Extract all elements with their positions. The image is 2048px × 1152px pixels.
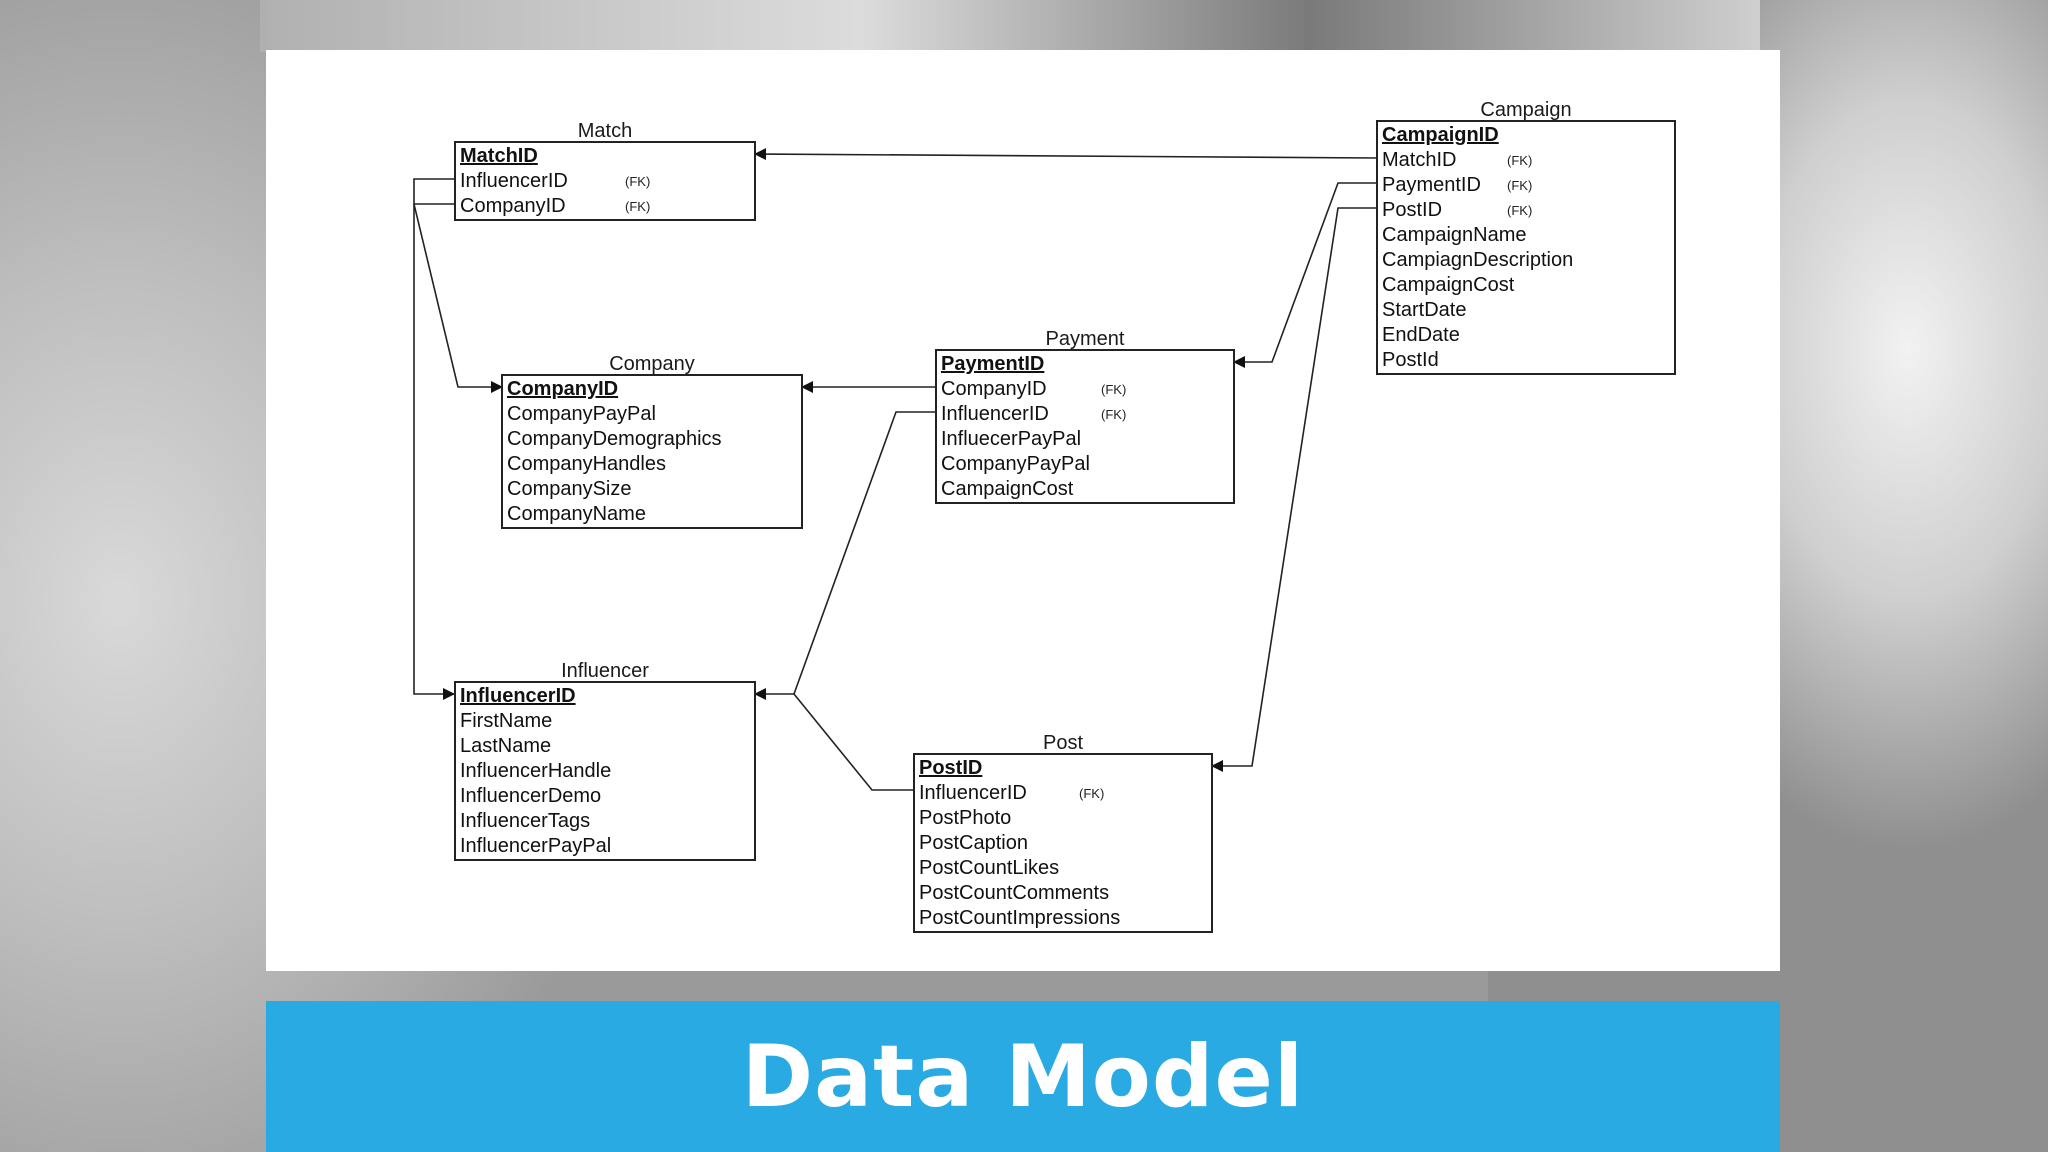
entity-field: CompanyDemographics	[507, 428, 722, 450]
entity-field: CompanyName	[507, 503, 646, 525]
title-banner: Data Model	[266, 1001, 1780, 1152]
primary-key-field: CompanyID	[507, 378, 618, 400]
rel-payment-influencer	[754, 411, 936, 700]
entity-field: InfluencerPayPal	[460, 835, 611, 857]
entity-field: EndDate	[1382, 324, 1460, 346]
primary-key-field: CampaignID	[1382, 124, 1499, 146]
entity-box	[454, 141, 756, 221]
entity-field: PaymentID	[1382, 174, 1481, 196]
entity-field: StartDate	[1382, 299, 1466, 321]
foreign-key-tag: (FK)	[1507, 178, 1532, 193]
rel-match-company	[412, 203, 503, 393]
entity-field: CampaignCost	[1382, 274, 1515, 296]
primary-key-field: MatchID	[460, 145, 538, 167]
foreign-key-tag: (FK)	[625, 199, 650, 214]
entity-field: InfluencerID	[460, 170, 568, 192]
entity-field: PostPhoto	[919, 807, 1011, 829]
entity-field: PostID	[1382, 199, 1442, 221]
entity-field: InfluencerID	[919, 782, 1027, 804]
rel-match-influencer	[413, 178, 455, 700]
entity-box	[501, 374, 803, 529]
entity-box	[935, 349, 1235, 504]
rel-campaign-payment	[1233, 182, 1377, 368]
entity-field: CompanyHandles	[507, 453, 666, 475]
entity-field: InfluencerDemo	[460, 785, 601, 807]
entity-field: InfluecerPayPal	[941, 428, 1081, 450]
foreign-key-tag: (FK)	[1101, 407, 1126, 422]
entity-title: Match	[578, 120, 632, 142]
primary-key-field: PaymentID	[941, 353, 1044, 375]
entity-title: Company	[609, 353, 695, 375]
rel-campaign-match	[754, 148, 1378, 161]
entity-field: CampaignName	[1382, 224, 1527, 246]
rel-post-influencer	[793, 693, 914, 791]
entity-field: PostCaption	[919, 832, 1028, 854]
entity-title: Post	[1043, 732, 1083, 754]
rel-campaign-post	[1211, 207, 1377, 772]
entity-field: LastName	[460, 735, 551, 757]
foreign-key-tag: (FK)	[1079, 786, 1104, 801]
entity-title: Influencer	[561, 660, 649, 682]
entity-title: Payment	[1046, 328, 1125, 350]
entity-field: CompanySize	[507, 478, 632, 500]
foreign-key-tag: (FK)	[1507, 203, 1532, 218]
entity-box	[1376, 120, 1676, 375]
entity-field: InfluencerHandle	[460, 760, 611, 782]
entity-field: CompanyID	[460, 195, 566, 217]
entity-field: MatchID	[1382, 149, 1456, 171]
entity-field: InfluencerTags	[460, 810, 590, 832]
primary-key-field: PostID	[919, 757, 982, 779]
slide-title: Data Model	[741, 1026, 1305, 1127]
foreign-key-tag: (FK)	[1101, 382, 1126, 397]
entity-field: CampaignCost	[941, 478, 1074, 500]
foreign-key-tag: (FK)	[625, 174, 650, 189]
entity-title: Campaign	[1480, 99, 1571, 121]
entity-field: CompanyPayPal	[507, 403, 656, 425]
entity-field: CompanyID	[941, 378, 1047, 400]
entity-field: PostCountLikes	[919, 857, 1059, 879]
foreign-key-tag: (FK)	[1507, 153, 1532, 168]
primary-key-field: InfluencerID	[460, 685, 576, 707]
background-photo-top	[260, 0, 1760, 52]
entity-box	[913, 753, 1213, 933]
entity-field: InfluencerID	[941, 403, 1049, 425]
entity-box	[454, 681, 756, 861]
entity-field: PostId	[1382, 349, 1439, 371]
entity-field: FirstName	[460, 710, 552, 732]
entity-field: PostCountImpressions	[919, 907, 1120, 929]
entity-field: PostCountComments	[919, 882, 1109, 904]
entity-field: CompanyPayPal	[941, 453, 1090, 475]
entity-field: CampiagnDescription	[1382, 249, 1573, 271]
